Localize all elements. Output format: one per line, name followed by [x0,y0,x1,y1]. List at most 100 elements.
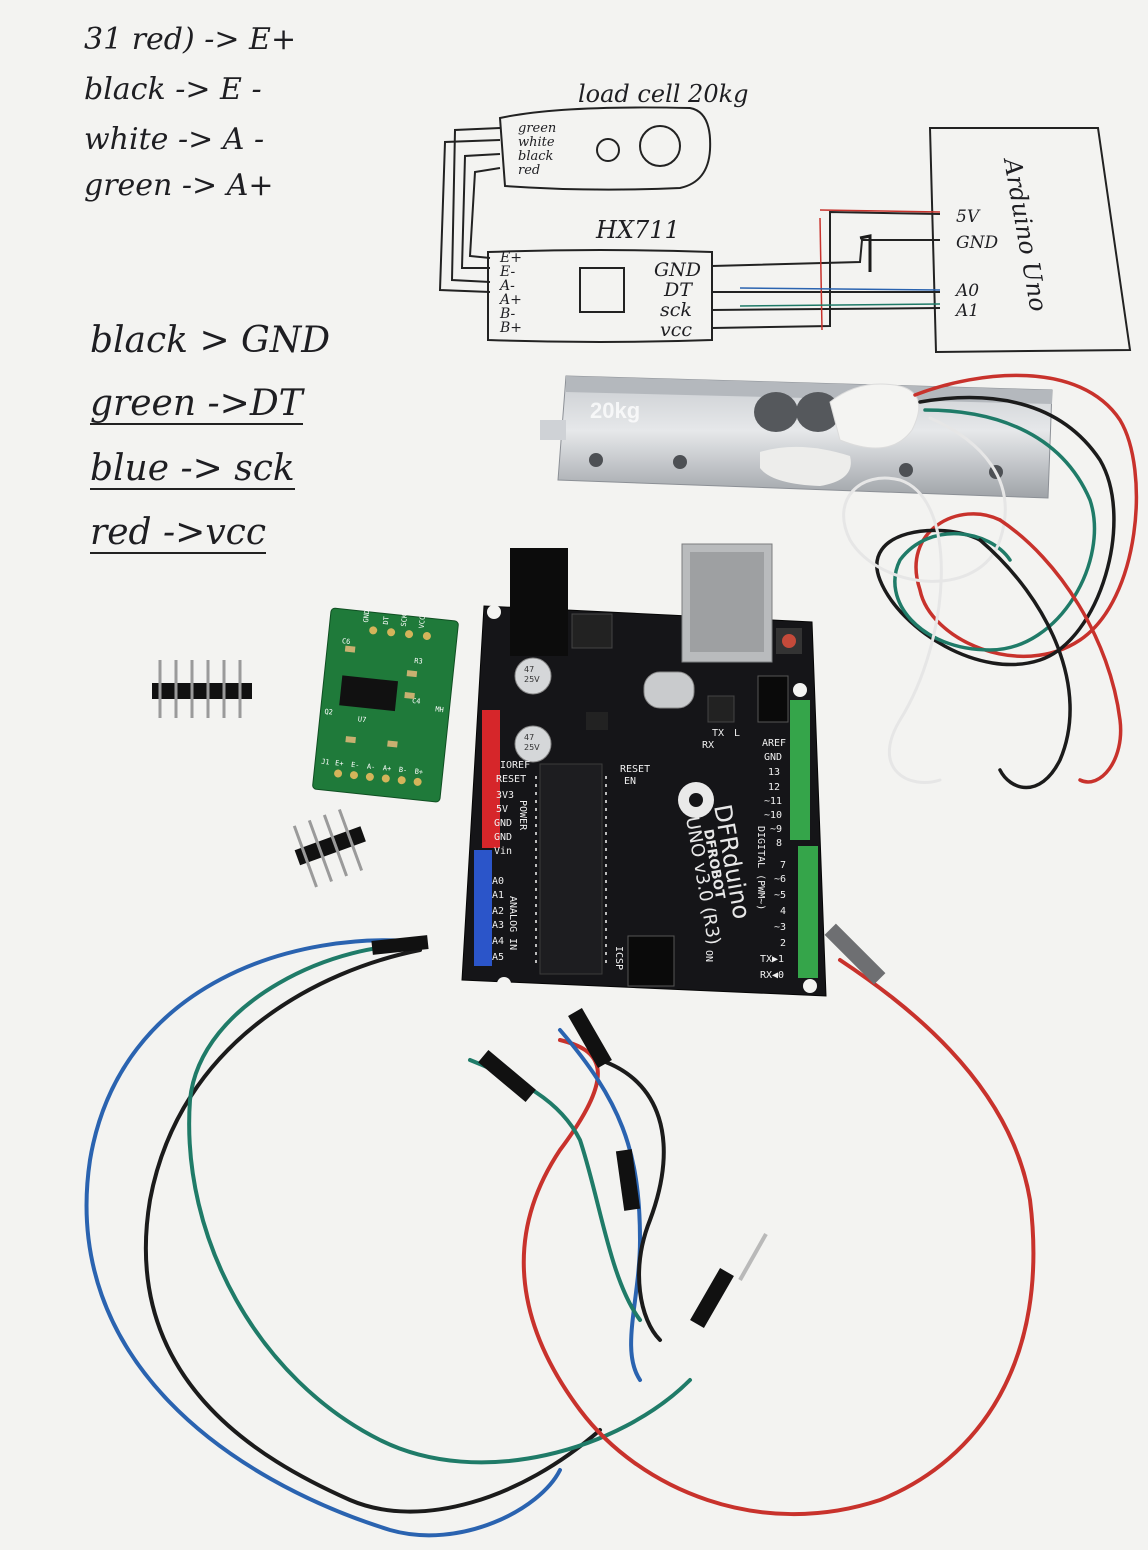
analog-pin-label: A5 [492,952,504,963]
sketch-pin-label: vcc [660,319,692,341]
sketch-load-cell [498,106,712,191]
power-pin-label: RESET [496,774,526,785]
analog-pin-label: A1 [492,890,504,901]
cap-label: 25V [524,743,540,752]
hx711-mark: C4 [412,697,421,706]
jumper-connectors [371,923,886,1328]
cap-label: 25V [524,675,540,684]
pin-header-4 [292,808,366,888]
sketch-pin-label: DT [663,279,693,301]
mount-hole [673,455,687,469]
wiring-sketch [438,106,1132,354]
digital-pin-label: ~6 [774,874,786,885]
crystal [643,671,695,709]
board-label: RESET [620,764,650,775]
note-line-text: red ->vcc [90,512,266,554]
hx711-pin-label: E+ [335,759,344,768]
note-line: white -> A - [84,122,265,157]
digital-pin-label: 4 [780,906,786,917]
digital-pin-label: AREF [762,738,786,749]
board-label: RX [702,740,714,751]
digital-pin-label: 7 [780,860,786,871]
power-pin-label: GND [494,832,512,843]
load-cell-label: 20kg [590,398,640,423]
load-cell-end-tab [540,420,566,440]
sketch-pin-label: A- [498,278,515,294]
power-pin-label: 3V3 [496,790,514,801]
cap-label: 47 [524,733,534,742]
hx711-chip [339,675,399,712]
digital-header-high [790,700,810,840]
hx711-mark: J1 [321,758,330,767]
note-line-text: green ->DT [90,383,303,425]
sketch-wire-label: black [518,149,554,164]
hx711-pin-label: GND [362,610,371,623]
analog-pin-label: A4 [492,936,504,947]
note-line: red ->vcc [90,512,266,554]
note-line-text: blue -> sck [90,448,295,490]
power-label: POWER [517,800,528,831]
digital-pin-label: ~9 [770,824,782,835]
sketch-arduino [928,127,1132,354]
hx711-pin-label: SCK [400,613,409,627]
hx711-mark: Q2 [324,708,333,717]
reset-button [782,634,796,648]
dc-jack [510,548,568,656]
hx711-mark: C6 [341,637,350,646]
hx711-pin-label: DT [382,615,391,625]
analog-header [474,850,492,966]
digital-pin-label: 12 [768,782,780,793]
arduino-board: 47 25V 47 25V DFROBOT DFRduino UNO v [461,543,827,997]
board-label: ICSP [613,946,624,970]
mount-hole [899,463,913,477]
sketch-arduino-pin: A1 [954,301,979,321]
board-label: L [734,728,740,739]
hx711-pin-label: B- [398,766,407,775]
sketch-hole [639,125,681,167]
sketch-wire-label: white [518,135,555,150]
digital-pin-label: 8 [776,838,782,849]
hx711-pin-label: B+ [414,768,423,777]
board-label: EN [624,776,636,787]
digital-pin-label: ~11 [764,796,782,807]
load-cell-wires [842,373,1139,790]
analog-label: ANALOG IN [507,896,518,950]
sketch-arduino-pin: GND [956,233,998,253]
sketch-pin-label: sck [660,299,692,321]
load-cell-hole [796,392,840,432]
hx711-pin-label: A- [367,762,376,771]
sketch-pin-label: B- [499,306,516,322]
note-line: green -> A+ [84,168,274,203]
sketch-pin-label: A+ [498,292,522,308]
pin-header-6 [152,660,252,718]
sketch-load-cell-title: load cell 20kg [578,80,749,108]
cap-label: 47 [524,665,534,674]
mount-hole [589,453,603,467]
sketch-pin-label: B+ [499,320,522,336]
digital-pin-label: 13 [768,767,780,778]
load-cell-hole [754,392,798,432]
power-header [482,710,500,848]
sketch-arduino-pin: 5V [956,207,981,227]
digital-pin-label: ~10 [764,810,782,821]
hx711-pin-label: VCC [418,615,427,628]
capacitor [514,725,552,763]
board-label: ON [703,950,714,962]
note-line: 31 red) -> E+ [84,22,297,57]
board-label: TX [712,728,724,739]
sketch-pin-label: GND [654,259,701,281]
analog-pin-label: A2 [492,906,504,917]
note-line: black > GND [90,320,331,361]
power-pin-label: Vin [494,846,512,857]
note-line: blue -> sck [90,448,295,490]
power-pin-label: IOREF [500,760,530,771]
atmega-chip [539,763,603,975]
load-cell-photo: 20kg [540,375,1053,499]
power-pin-label: 5V [496,804,508,815]
capacitor [514,657,552,695]
digital-pin-label: 2 [780,938,786,949]
digital-pin-label: ~3 [774,922,786,933]
sketch-colored-marks [739,209,941,331]
sketch-hx711 [487,249,713,343]
hx711-mark: MH [435,705,444,714]
